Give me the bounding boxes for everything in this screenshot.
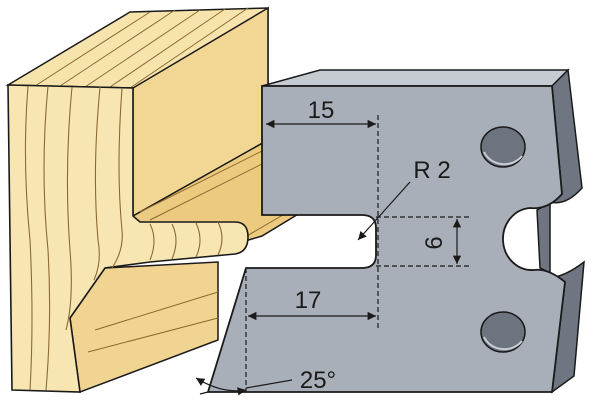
dimension-labels: 15 R 2 6 17 25° [295, 97, 451, 394]
cutter-top-bevel [261, 69, 570, 87]
width-bottom-label: 17 [295, 287, 322, 314]
width-top-label: 15 [308, 97, 335, 124]
angle-label: 25° [300, 367, 336, 394]
depth-label: 6 [421, 236, 448, 249]
angle-bevel-extension [199, 391, 209, 395]
lower-mounting-hole [480, 311, 526, 353]
angle-arc [195, 377, 247, 396]
angle-leader [245, 379, 293, 389]
radius-leader [357, 181, 411, 241]
radius-label: R 2 [413, 157, 450, 184]
wood-top-grain [34, 7, 249, 89]
wood-lower-lines [87, 291, 219, 353]
wood-end-grain-lines [24, 85, 223, 391]
cutter-mounting-holes [480, 126, 526, 353]
dimension-lines [195, 115, 470, 396]
upper-mounting-hole [480, 126, 526, 168]
